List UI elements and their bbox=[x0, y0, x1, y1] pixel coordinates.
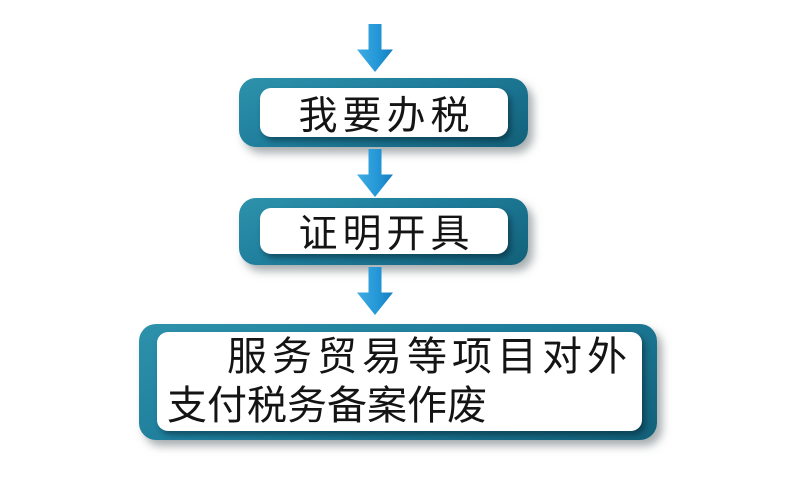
flow-node-step-2: 证明开具 bbox=[239, 198, 528, 265]
arrow-down-icon bbox=[357, 149, 393, 197]
flow-node-step-3: 服务贸易等项目对外 支付税务备案作废 bbox=[139, 324, 657, 440]
flow-node-inner-panel: 服务贸易等项目对外 支付税务备案作废 bbox=[157, 332, 642, 431]
flow-node-step-1: 我要办税 bbox=[239, 78, 528, 147]
flow-node-label: 我要办税 bbox=[298, 94, 475, 138]
arrow-down-icon bbox=[357, 24, 393, 72]
flow-node-inner-panel: 证明开具 bbox=[260, 208, 508, 256]
flow-node-label-line-2: 支付税务备案作废 bbox=[167, 384, 487, 428]
flow-node-label: 证明开具 bbox=[298, 213, 475, 256]
flow-node-inner-panel: 我要办税 bbox=[260, 88, 508, 138]
flow-node-label-line-1: 服务贸易等项目对外 bbox=[227, 335, 632, 379]
arrow-down-icon bbox=[357, 267, 393, 315]
